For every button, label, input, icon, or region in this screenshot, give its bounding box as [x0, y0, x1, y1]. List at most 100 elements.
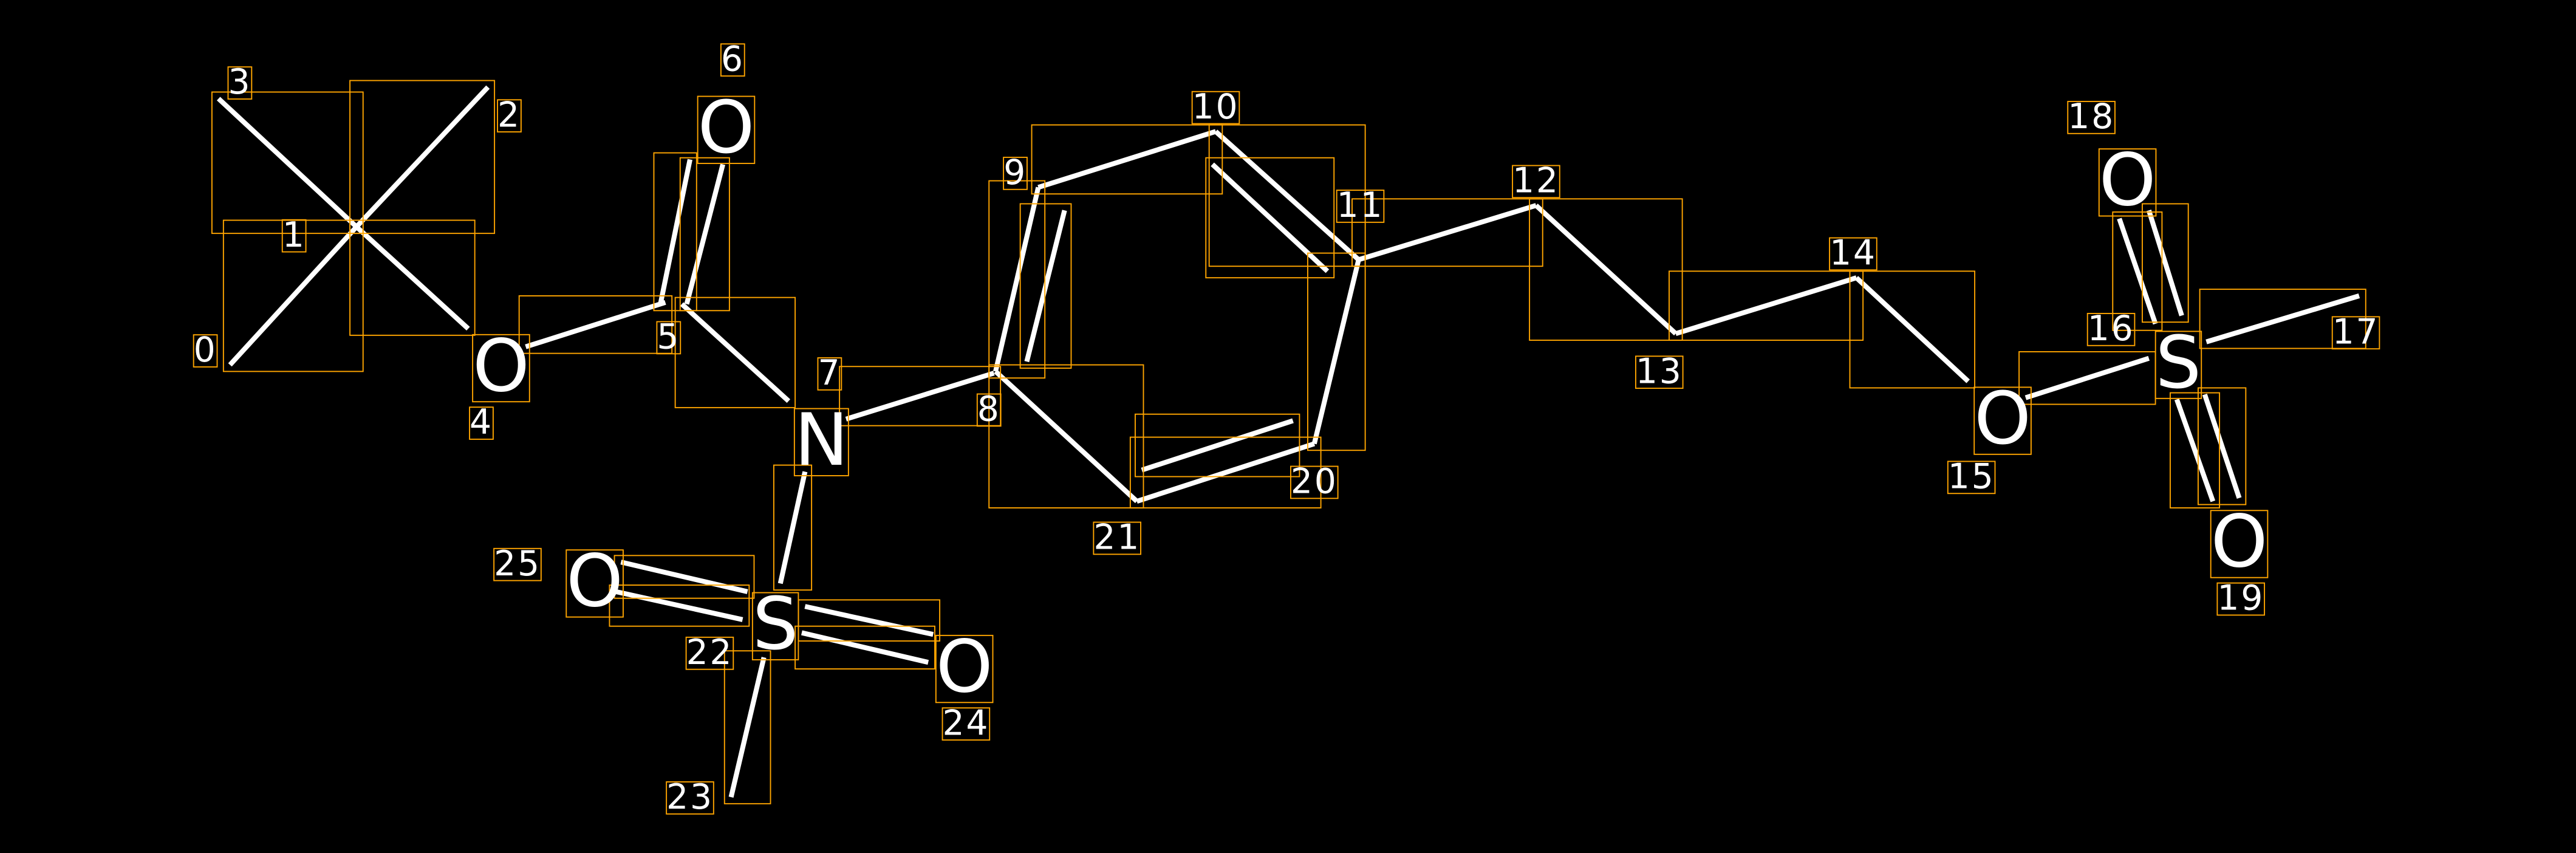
atom-index-label: 9	[1003, 152, 1027, 193]
bond-box	[723, 650, 771, 804]
atom-index-label-box	[227, 66, 253, 100]
bond-box	[1669, 270, 1864, 341]
bond-line	[1024, 210, 1067, 363]
atom-index-label: 10	[1192, 87, 1240, 127]
atom-index-label: 22	[686, 632, 734, 673]
bond-line	[355, 225, 470, 331]
bond-box	[518, 295, 673, 354]
atom-index-label: 12	[1512, 161, 1560, 201]
bond-line	[2202, 393, 2242, 499]
bond-box	[674, 296, 796, 408]
annotation-box-layer	[193, 43, 2380, 815]
bond-box	[1529, 198, 1683, 341]
atom-index-label: 0	[194, 330, 217, 370]
atom-index-label-box	[1947, 461, 1996, 495]
bond-line	[2146, 210, 2184, 317]
bond-line	[845, 371, 995, 422]
bond-line	[2117, 218, 2158, 325]
atom-index-label-box	[1336, 190, 1385, 223]
atom-index-label: 23	[666, 777, 714, 817]
bond-box	[349, 80, 496, 235]
bond-box	[2142, 203, 2189, 323]
bond-box	[1849, 270, 1976, 389]
bond-box	[2169, 392, 2221, 509]
atom-index-label: 21	[1093, 518, 1141, 558]
bond-box	[211, 91, 364, 235]
atom-index-label-box	[666, 781, 714, 815]
atom-symbol-o-box	[1973, 386, 2032, 455]
atom-index-label: 5	[657, 317, 680, 357]
bond-box	[988, 364, 1144, 509]
atom-symbol-s-box	[751, 592, 799, 660]
atom-index-label-box	[817, 357, 842, 391]
atom-index-label-box	[497, 99, 522, 133]
bond-line	[615, 589, 743, 622]
bond-line	[228, 225, 358, 367]
atom-symbol-o-box	[2210, 510, 2269, 578]
atom-symbol-o: O	[2099, 139, 2156, 223]
atom-index-label-box	[1191, 91, 1240, 125]
atom-index-label-box	[1093, 521, 1141, 555]
bond-line	[525, 300, 666, 349]
atom-index-label: 8	[977, 389, 1001, 430]
bond-box	[1019, 203, 1072, 369]
bond-line	[1311, 259, 1361, 445]
atom-symbol-o-box	[472, 334, 530, 403]
atom-index-label-box	[2086, 313, 2136, 346]
atom-index-label-box	[941, 707, 991, 741]
atom-index-label: 17	[2332, 312, 2380, 352]
atom-symbol-s: S	[753, 583, 799, 666]
bond-box	[1205, 157, 1335, 279]
atom-index-label: 4	[470, 402, 493, 442]
atom-symbol-o-box	[2098, 148, 2157, 217]
bond-line	[620, 560, 748, 594]
atom-index-label-box	[493, 547, 542, 581]
atom-symbol-o-box	[935, 634, 994, 704]
atom-index-label-box	[1635, 355, 1684, 389]
bond-box	[679, 157, 730, 312]
atom-symbol-o-box	[697, 95, 756, 164]
atom-index-label: 2	[497, 95, 521, 135]
bond-box	[609, 584, 750, 627]
bond-line	[1037, 129, 1217, 190]
atom-index-label: 6	[721, 39, 745, 79]
atom-index-label-box	[1290, 465, 1339, 499]
atom-index-label-box	[656, 321, 682, 355]
atom-index-label: 16	[2088, 309, 2135, 349]
bond-line	[801, 630, 929, 665]
atom-index-label: 25	[494, 544, 541, 584]
atom-index-label-box	[281, 219, 307, 253]
atom-symbol-o-box	[565, 549, 624, 618]
atom-symbol-o: O	[1974, 377, 2031, 461]
bond-line	[993, 187, 1041, 372]
bond-line	[354, 85, 490, 229]
atom-index-label: 14	[1830, 233, 1877, 273]
bond-box	[1129, 436, 1322, 509]
bond-line	[1534, 204, 1678, 336]
bond-line	[777, 471, 808, 584]
atom-index-label: 18	[2068, 97, 2115, 137]
bond-line	[216, 97, 358, 229]
atom-index-label: 1	[282, 215, 306, 255]
bond-box	[1135, 413, 1300, 478]
bond-box	[349, 219, 476, 336]
bond-box	[1351, 198, 1543, 267]
atom-symbol-n: N	[794, 399, 849, 482]
atom-symbol-n-box	[793, 408, 849, 476]
atom-index-label-box	[1512, 165, 1560, 199]
atom-index-label-box	[1003, 157, 1028, 190]
bond-box	[988, 180, 1046, 379]
bond-line	[728, 657, 767, 798]
bond-box	[2112, 211, 2163, 331]
bond-box	[1031, 124, 1223, 195]
bond-line	[994, 369, 1139, 504]
bond-box	[1307, 252, 1366, 451]
atom-symbol-o: O	[566, 540, 623, 624]
bond-line	[684, 163, 726, 305]
bond-box	[613, 555, 755, 599]
atom-index-label: 11	[1337, 185, 1384, 225]
atom-index-label: 24	[943, 703, 990, 743]
bond-line	[1854, 276, 1970, 383]
